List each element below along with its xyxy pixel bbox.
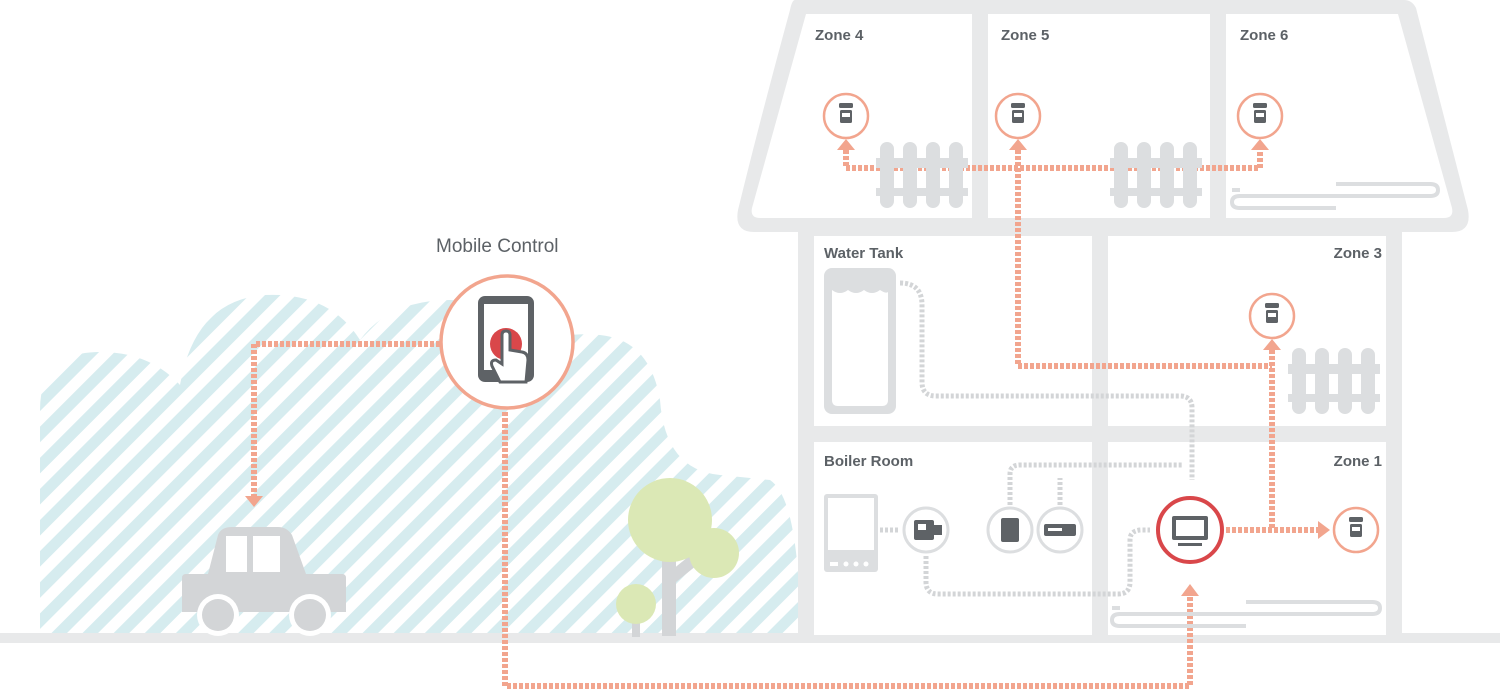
room-label-zone-5: Zone 5 [1001,27,1050,44]
underfloor-heating-icon [1109,600,1383,628]
receiver-icon [902,506,950,554]
underfloor-heating-icon [1229,182,1441,210]
radiator-valve-icon[interactable] [1236,92,1284,140]
car-icon [182,527,346,636]
ground-line [0,633,1500,643]
mobile-control-label: Mobile Control [436,236,559,257]
wireless-connections [251,150,1318,689]
thermostat-icon[interactable] [1156,496,1224,564]
water-tank-icon [824,268,896,414]
hub-icon [1036,506,1084,554]
room-label-zone-1: Zone 1 [1333,453,1382,470]
radiator-icon [1288,348,1380,414]
room-label-zone-6: Zone 6 [1240,27,1289,44]
radiator-icon [1110,142,1202,208]
wired-connections [880,280,1195,597]
radiator-icon [876,142,968,208]
boiler-icon [824,494,878,572]
room-label-zone-4: Zone 4 [815,27,864,44]
radiator-valve-icon[interactable] [1248,292,1296,340]
room-label-zone-3: Zone 3 [1333,245,1382,262]
connection-arrows [245,139,1330,596]
radiator-valve-icon[interactable] [1332,506,1380,554]
room-label-boiler-room: Boiler Room [824,453,914,470]
tree-icon [616,478,739,637]
receiver-icon [986,506,1034,554]
radiator-valve-icon[interactable] [822,92,870,140]
radiator-valve-icon[interactable] [994,92,1042,140]
smartphone-touch-icon[interactable] [439,274,575,410]
room-label-water-tank: Water Tank [824,245,904,262]
